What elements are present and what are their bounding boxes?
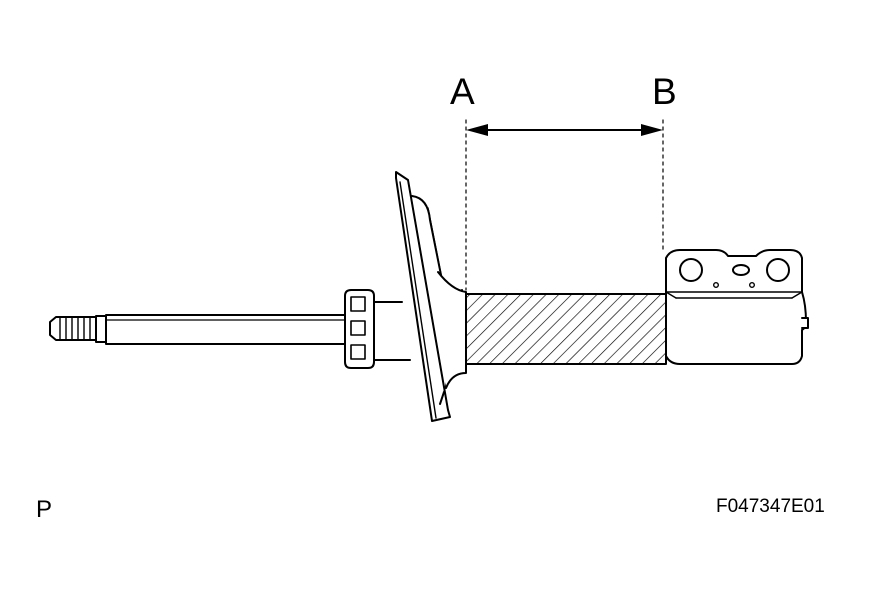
figure-code: F047347E01 — [716, 496, 825, 517]
arrowhead-right-icon — [641, 124, 663, 136]
label-a: A — [450, 71, 475, 112]
dimension-arrow — [466, 124, 663, 136]
view-marker: P — [36, 496, 53, 523]
hatched-cylinder-section — [465, 293, 667, 365]
piston-rod — [105, 314, 346, 345]
arrowhead-left-icon — [466, 124, 488, 136]
label-b: B — [652, 71, 677, 112]
dimension-extension-lines — [465, 119, 664, 291]
threaded-rod-end — [49, 315, 107, 343]
bearing-nut — [344, 289, 411, 369]
lower-bracket — [665, 249, 809, 365]
